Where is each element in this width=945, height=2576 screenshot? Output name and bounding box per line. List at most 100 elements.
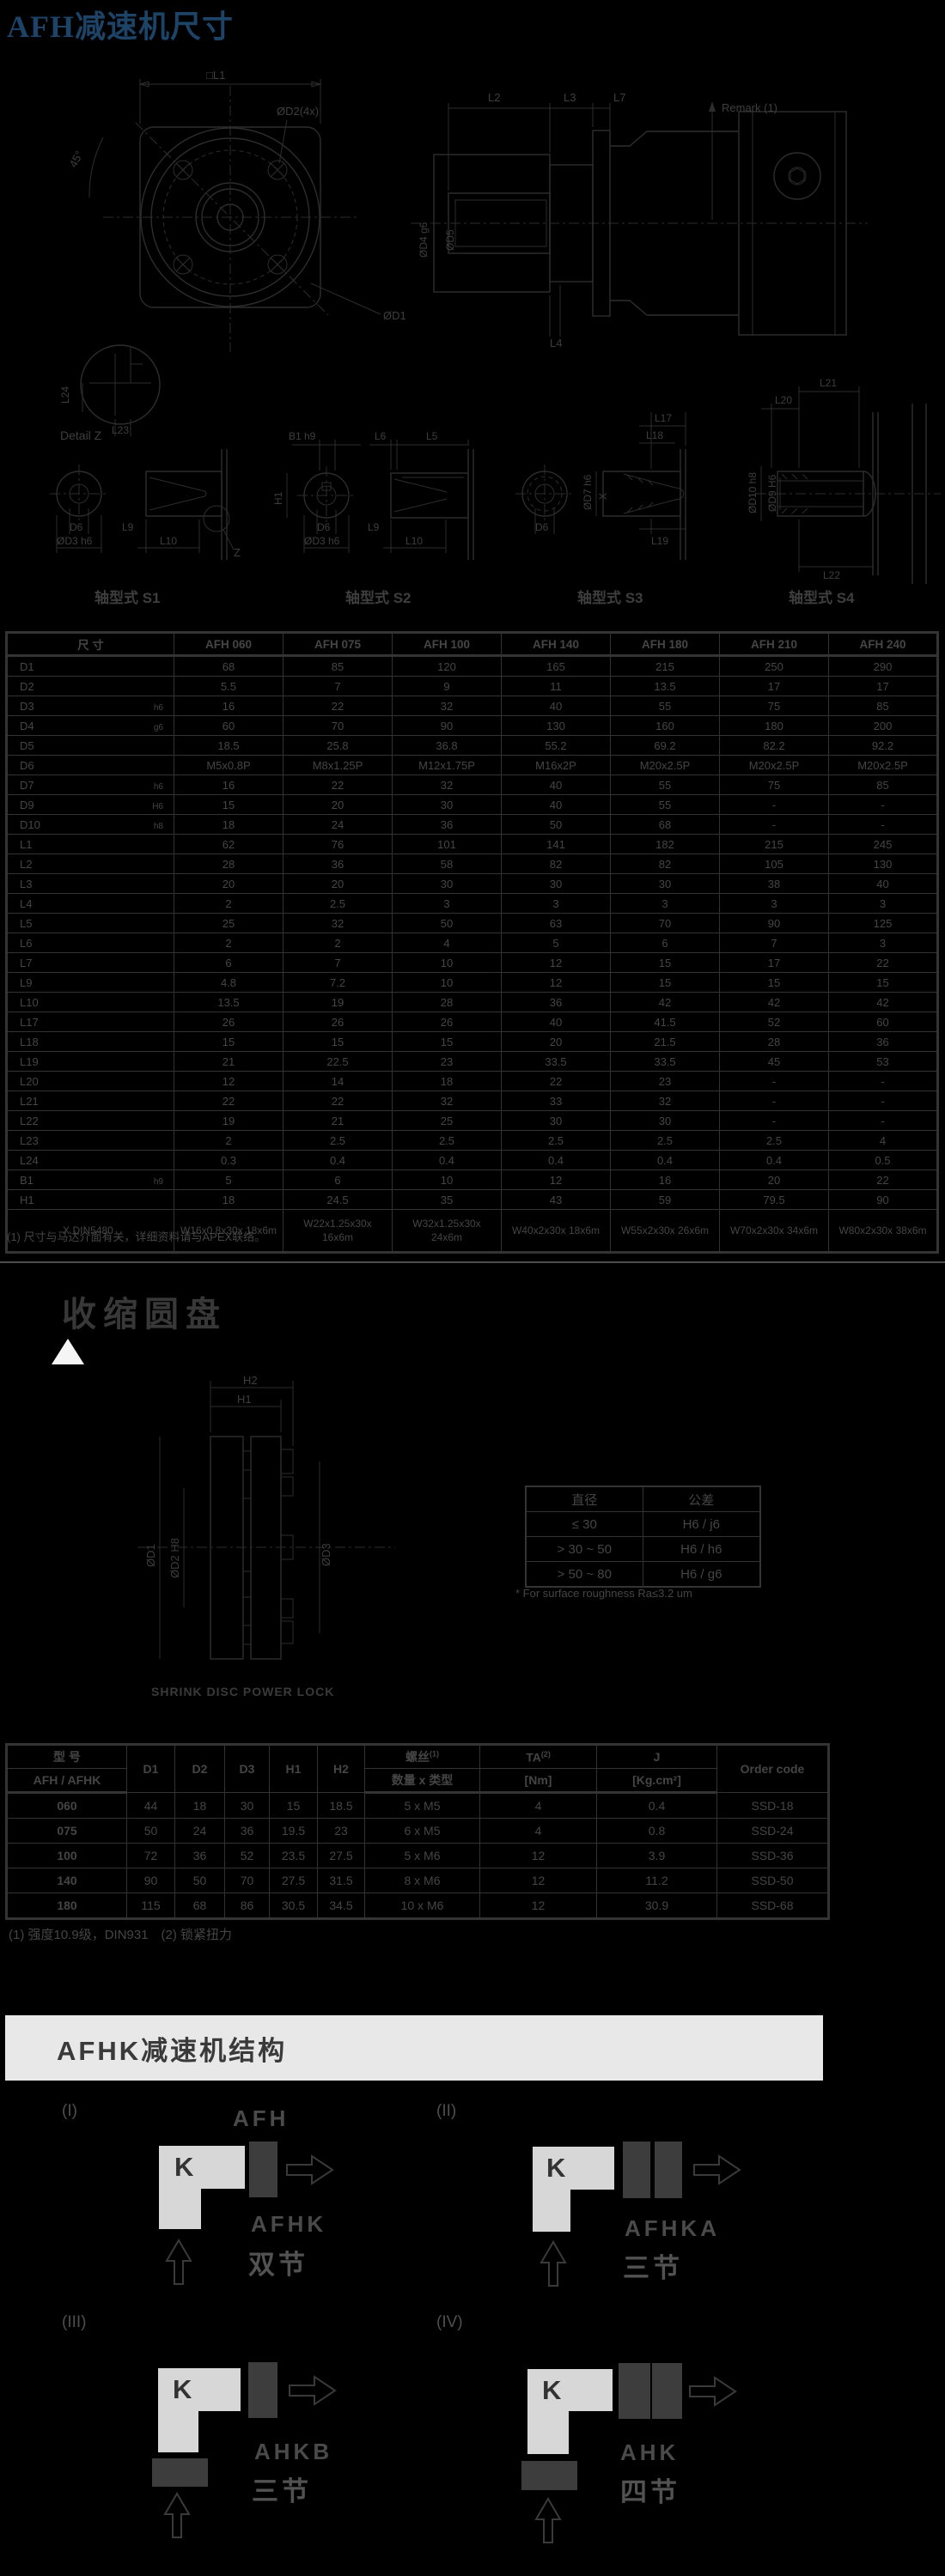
shrink-dim-D3: ØD3	[320, 1543, 332, 1566]
dim-cell: 160	[610, 715, 720, 736]
k-letter: K	[173, 2374, 192, 2404]
k-block-leg	[158, 2411, 198, 2452]
dim-cell: 60	[828, 1012, 938, 1032]
dim-cell: 12	[501, 952, 611, 973]
dim-cell: 120	[392, 655, 502, 677]
shrink-header-ta: TA(2)	[479, 1744, 597, 1769]
dim-cell: 130	[501, 715, 611, 736]
dim-cell: 12	[501, 1170, 611, 1190]
k-letter: K	[174, 2152, 194, 2182]
k-block-leg	[159, 2189, 201, 2229]
dim-cell: 18	[174, 814, 284, 835]
shrink-cell: 12	[479, 1893, 597, 1919]
diagram-3-index: (III)	[62, 2313, 87, 2331]
dim-row-label: L22	[6, 1110, 174, 1131]
dim-cell: 42	[828, 992, 938, 1012]
dim-row-label: L18	[6, 1031, 174, 1052]
dim-cell: 85	[283, 655, 393, 677]
dim-row-label: L24	[6, 1150, 174, 1170]
dim-cell: -	[719, 1091, 829, 1111]
dim-row-label: L5	[6, 913, 174, 933]
dim-cell: 6	[283, 1170, 393, 1190]
dim-cell: M20x2.5P	[828, 755, 938, 775]
dim-cell: 92.2	[828, 735, 938, 756]
afhk-structure-banner: AFHK减速机结构	[5, 2015, 823, 2081]
dim-cell: 21	[174, 1051, 284, 1072]
dim-row-label: D1	[6, 655, 174, 677]
k-block	[158, 2368, 241, 2411]
dim-cell: 36	[283, 854, 393, 874]
dim-cell: 55	[610, 696, 720, 716]
dim-cell: 79.5	[719, 1189, 829, 1210]
dim-cell: 3	[719, 893, 829, 914]
dim-cell: 15	[610, 952, 720, 973]
tolerance-note: * For surface roughness Ra≤3.2 um	[515, 1587, 692, 1600]
dim-cell: 41.5	[610, 1012, 720, 1032]
dim-cell: 4	[828, 1130, 938, 1151]
shrink-cell: 15	[269, 1792, 318, 1819]
dim-cell: 290	[828, 655, 938, 677]
dim-label-L2: L2	[488, 91, 500, 104]
dim-cell: 42	[719, 992, 829, 1012]
dim-cell: W70x2x30x 34x6m	[719, 1209, 829, 1253]
diagram-2-sub: 三节	[623, 2253, 683, 2283]
dim-cell: 2.5	[501, 1130, 611, 1151]
dim-label-D4: ØD4 g6	[418, 222, 430, 258]
dim-col-header: AFH 075	[283, 632, 393, 657]
shrink-dim-D2: ØD2 H8	[168, 1538, 181, 1578]
dim-col-header: AFH 140	[501, 632, 611, 657]
shrink-cell: 11.2	[596, 1868, 717, 1893]
shrink-cell: 8 x M6	[364, 1868, 480, 1893]
dim-cell: 4.8	[174, 972, 284, 993]
dim-cell: 43	[501, 1189, 611, 1210]
dim-cell: 250	[719, 655, 829, 677]
right-arrow-icon	[286, 2154, 334, 2185]
dim-cell: 20	[174, 873, 284, 894]
dim-cell: 70	[610, 913, 720, 933]
k-block	[159, 2146, 245, 2189]
dim-cell: 50	[392, 913, 502, 933]
dim-cell: 33.5	[501, 1051, 611, 1072]
shrink-cell: 10 x M6	[364, 1893, 480, 1919]
up-arrow-icon	[534, 2497, 562, 2543]
dim-label-s1-L10: L10	[160, 535, 177, 547]
dim-cell: 18.5	[174, 735, 284, 756]
dim-cell: 20	[283, 873, 393, 894]
shrink-header-order: Order code	[716, 1744, 829, 1793]
dim-cell: 130	[828, 854, 938, 874]
dim-cell: 40	[501, 696, 611, 716]
shrink-cell: 44	[126, 1792, 175, 1819]
dim-cell: -	[719, 794, 829, 815]
dim-col-header: AFH 240	[828, 632, 938, 657]
dim-label-L4: L4	[550, 337, 562, 349]
shrink-cell: 70	[224, 1868, 270, 1893]
dim-cell: 5	[501, 933, 611, 953]
shaft-s2-caption: 轴型式 S2	[345, 589, 412, 606]
dim-cell: 0.4	[719, 1150, 829, 1170]
dim-cell: 0.5	[828, 1150, 938, 1170]
triangle-marker-icon	[52, 1339, 84, 1364]
dim-cell: 0.3	[174, 1150, 284, 1170]
dim-cell: 36	[392, 814, 502, 835]
dim-cell: 70	[283, 715, 393, 736]
right-arrow-icon	[693, 2154, 741, 2185]
dim-cell: 2	[174, 893, 284, 914]
dim-cell: 90	[392, 715, 502, 736]
shrink-table-footnote: (1) 强度10.9级，DIN931 (2) 锁紧扭力	[9, 1928, 233, 1942]
dim-cell: 30	[610, 1110, 720, 1131]
dim-label-s2-B1: B1 h9	[289, 430, 316, 442]
shaft-type-s4: L20 L21 ØD10 h8 ØD9 H6 L22 轴型式 S4	[747, 377, 941, 606]
dim-cell: 76	[283, 834, 393, 854]
tol-header-diameter: 直径	[525, 1485, 643, 1512]
right-arrow-icon	[689, 2376, 737, 2407]
dim-cell: 245	[828, 834, 938, 854]
dim-cell: 3	[392, 893, 502, 914]
shrink-cell: 18	[174, 1792, 225, 1819]
